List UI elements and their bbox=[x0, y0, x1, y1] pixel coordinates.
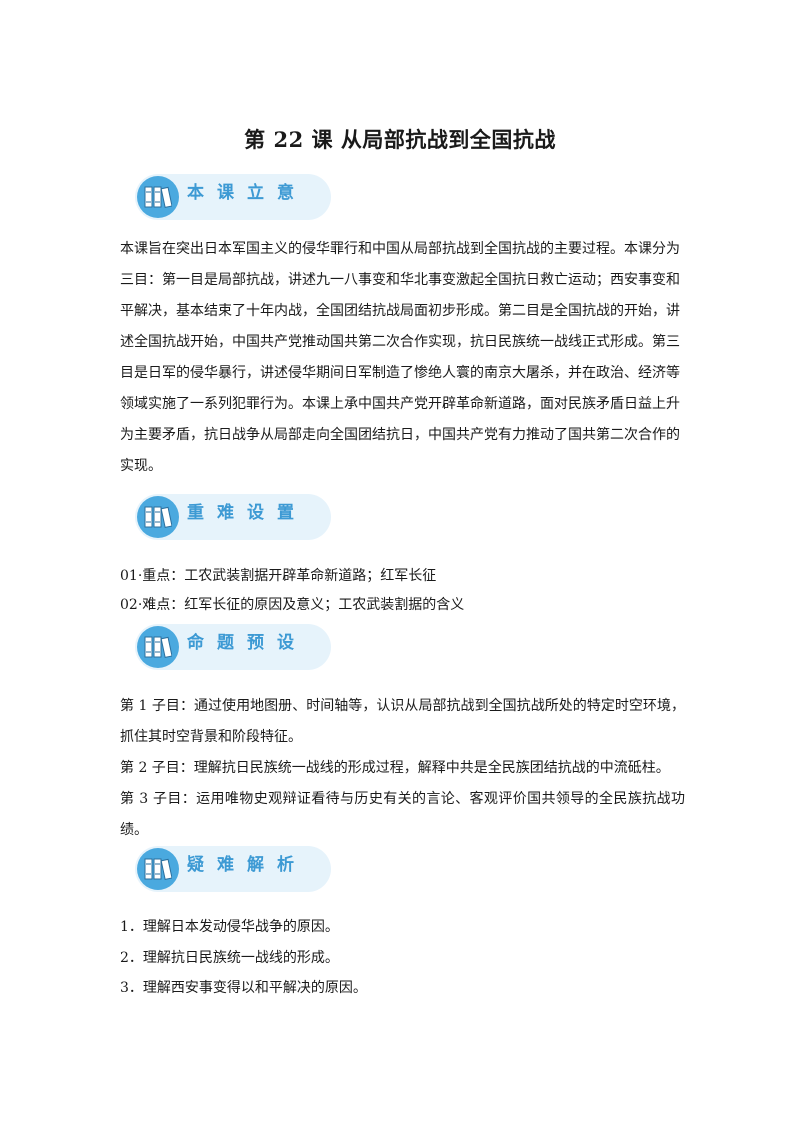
goal-item: 第 2 子目：理解抗日民族统一战线的形成过程，解释中共是全民族团结抗战的中流砥柱… bbox=[120, 760, 670, 776]
intro-paragraph: 本课旨在突出日本军国主义的侵华罪行和中国从局部抗战到全国抗战的主要过程。本课分为… bbox=[120, 241, 680, 474]
books-icon bbox=[137, 626, 179, 668]
section-header-key-points: 重难设置 bbox=[135, 494, 331, 540]
question-item: 1．理解日本发动侵华战争的原因。 bbox=[120, 919, 339, 935]
section-header-questions: 疑难解析 bbox=[135, 846, 331, 892]
section-header-goals: 命题预设 bbox=[135, 624, 331, 670]
books-icon bbox=[137, 176, 179, 218]
key-point-item: 02·难点：红军长征的原因及意义；工农武装割据的含义 bbox=[120, 597, 465, 613]
books-icon bbox=[137, 848, 179, 890]
page-title: 第 22 课 从局部抗战到全国抗战 bbox=[244, 127, 556, 152]
key-point-item: 01·重点：工农武装割据开辟革命新道路；红军长征 bbox=[120, 568, 437, 584]
section-header-intent: 本课立意 bbox=[135, 174, 331, 220]
goal-item: 第 1 子目：通过使用地图册、时间轴等，认识从局部抗战到全国抗战所处的特定时空环… bbox=[120, 698, 685, 745]
section-label: 疑难解析 bbox=[187, 855, 307, 875]
goal-item: 第 3 子目：运用唯物史观辩证看待与历史有关的言论、客观评价国共领导的全民族抗战… bbox=[120, 791, 685, 838]
question-item: 2．理解抗日民族统一战线的形成。 bbox=[120, 950, 339, 966]
section-label: 本课立意 bbox=[187, 183, 307, 203]
section-label: 重难设置 bbox=[187, 503, 307, 523]
question-item: 3．理解西安事变得以和平解决的原因。 bbox=[120, 980, 367, 996]
section-label: 命题预设 bbox=[187, 633, 307, 653]
books-icon bbox=[137, 496, 179, 538]
